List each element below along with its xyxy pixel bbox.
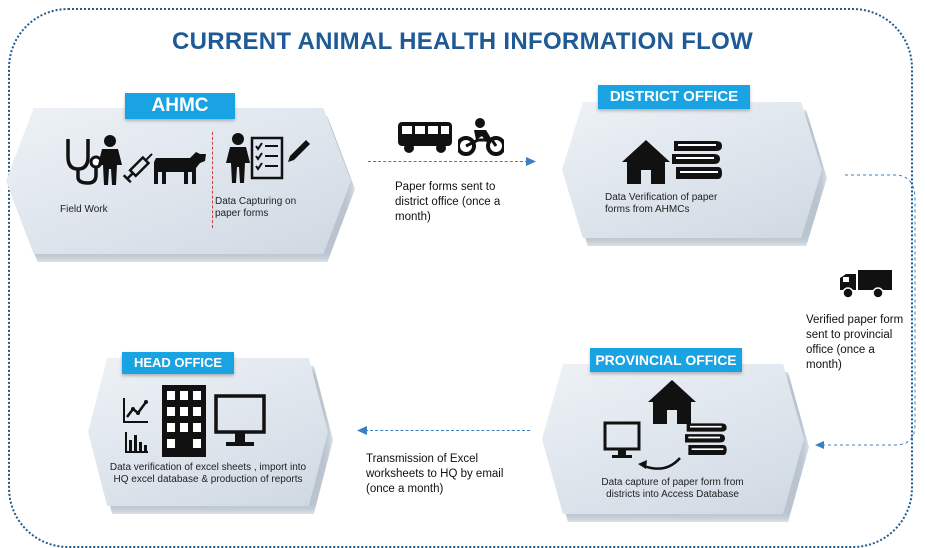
- cow-icon: [154, 152, 206, 184]
- flow-to-hq-text: Transmission of Excel worksheets to HQ b…: [366, 453, 504, 495]
- motorbike-icon: [458, 118, 504, 156]
- ahmc-divider: [212, 132, 213, 228]
- monitor-icon: [214, 394, 266, 446]
- syringe-icon: [122, 153, 153, 184]
- person-icon: [98, 135, 122, 185]
- head-office-caption: Data verification of excel sheets , impo…: [109, 462, 307, 485]
- arrow-line-to-provincial: [815, 174, 916, 449]
- arrow-line-to-hq: [365, 430, 530, 431]
- books-icon: [685, 423, 727, 455]
- building-icon: [162, 385, 206, 457]
- data-capturing-text: Data Capturing on paper forms: [215, 196, 297, 219]
- books-icon: [672, 141, 722, 179]
- person-icon: [226, 133, 250, 183]
- monitor-icon: [603, 421, 641, 458]
- house-icon: [622, 140, 670, 184]
- provincial-caption: Data capture of paper form from district…: [601, 477, 744, 500]
- provincial-label: PROVINCIAL OFFICE: [590, 348, 742, 372]
- arrowhead-icon: [526, 157, 536, 166]
- head-office-node: [88, 358, 328, 506]
- bus-icon: [398, 122, 452, 153]
- pen-icon: [288, 140, 310, 162]
- checklist-icon: [250, 136, 284, 180]
- flow-to-district-text: Paper forms sent to district office (onc…: [395, 181, 501, 223]
- diagram-title: CURRENT ANIMAL HEALTH INFORMATION FLOW: [171, 28, 754, 55]
- truck-icon: [840, 270, 892, 299]
- district-label: DISTRICT OFFICE: [598, 85, 750, 109]
- ahmc-node: [6, 108, 351, 254]
- head-office-label: HEAD OFFICE: [122, 352, 234, 374]
- line-chart-icon: [123, 398, 148, 423]
- curved-arrow-icon: [638, 457, 681, 470]
- arrow-line-to-district: [368, 161, 528, 162]
- district-caption: Data Verification of paper forms from AH…: [605, 192, 718, 215]
- stethoscope-icon: [66, 139, 102, 185]
- flow-to-provincial-text: Verified paper form sent to provincial o…: [806, 314, 904, 371]
- ahmc-label: AHMC: [125, 93, 235, 119]
- house-icon: [648, 380, 696, 424]
- field-work-text: Field Work: [60, 204, 108, 215]
- arrowhead-icon: [357, 426, 367, 435]
- bar-chart-icon: [125, 432, 148, 453]
